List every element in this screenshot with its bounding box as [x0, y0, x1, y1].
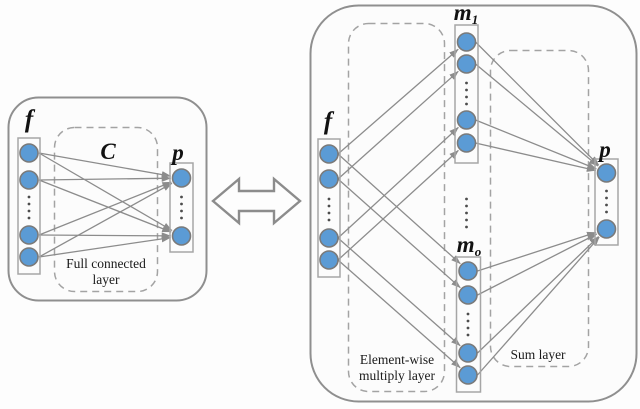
- sum-edges: [475, 41, 600, 376]
- output-column-p: [169, 162, 194, 253]
- neuron-node: [458, 285, 478, 305]
- left-output-label: p: [172, 140, 184, 165]
- neuron-node: [171, 168, 192, 188]
- edge: [475, 41, 600, 166]
- neuron-node: [456, 54, 477, 74]
- input-column-f: [17, 137, 41, 275]
- neuron-node: [171, 226, 192, 246]
- neuron-node: [319, 250, 339, 270]
- edge: [477, 231, 597, 272]
- neuron-node: [319, 169, 339, 189]
- edge: [337, 48, 459, 155]
- right-panel: [309, 4, 638, 403]
- edge: [38, 181, 172, 236]
- output-ellipsis: [605, 189, 608, 214]
- neuron-node: [19, 225, 39, 245]
- mask1-nodes: [456, 32, 477, 153]
- output-nodes: [171, 168, 192, 246]
- input-ellipsis: [27, 195, 31, 220]
- edge: [38, 235, 172, 258]
- edge: [337, 178, 461, 289]
- left-weight-label: C: [100, 139, 116, 164]
- edge: [38, 152, 173, 232]
- right-panel-border: [309, 4, 638, 403]
- neuron-node: [596, 163, 617, 183]
- edge: [38, 152, 172, 178]
- mask-bottom-base: m: [456, 232, 475, 257]
- elementwise-multiply-layer-box: [347, 22, 446, 393]
- edge: [38, 174, 172, 182]
- output-nodes: [596, 163, 617, 239]
- caption-line: Full connected: [66, 256, 146, 271]
- left-panel: [7, 96, 208, 302]
- between-masks-ellipsis: [465, 197, 468, 229]
- right-input-label: f: [323, 108, 333, 135]
- edge: [477, 236, 600, 354]
- input-column-f: [317, 138, 341, 278]
- edge: [475, 119, 597, 170]
- multiply-edges: [337, 48, 461, 369]
- full-connected-layer-box: [53, 126, 159, 293]
- neuron-node: [19, 143, 39, 163]
- edge: [337, 237, 461, 347]
- edge: [337, 153, 461, 265]
- edge: [337, 259, 461, 369]
- neuron-node: [458, 343, 478, 363]
- edge: [337, 126, 459, 239]
- edge: [337, 70, 459, 180]
- edge: [38, 182, 173, 258]
- maskO-nodes: [458, 261, 478, 385]
- maskO-ellipsis: [466, 312, 470, 337]
- edge: [477, 233, 598, 296]
- mask-bottom-sub: o: [474, 244, 482, 259]
- double-arrow-icon: [211, 176, 302, 226]
- input-nodes: [19, 143, 39, 267]
- fc-edges: [38, 152, 173, 258]
- neuron-node: [456, 110, 477, 130]
- output-column-p: [594, 158, 619, 246]
- mask-bottom-label: mo: [457, 233, 481, 258]
- caption-line: multiply layer: [358, 368, 436, 383]
- caption-line: Element-wise: [359, 352, 435, 367]
- neuron-node: [319, 228, 339, 248]
- edge: [477, 236, 600, 376]
- output-ellipsis: [180, 195, 183, 220]
- input-ellipsis: [327, 197, 331, 222]
- sum-layer-box: [489, 49, 590, 368]
- edge: [38, 179, 172, 233]
- sum-layer-caption: Sum layer: [510, 347, 566, 362]
- mask-top-base: m: [453, 0, 472, 25]
- right-output-label: p: [599, 137, 611, 162]
- edge: [475, 142, 597, 172]
- mask-top-sub: 1: [471, 12, 479, 27]
- mask-top-label: m1: [454, 1, 478, 26]
- caption-line: layer: [92, 272, 120, 287]
- edge: [337, 149, 459, 261]
- neuron-node: [456, 32, 477, 52]
- input-nodes: [319, 144, 339, 270]
- elementwise-multiply-caption: Element-wise multiply layer: [337, 352, 457, 384]
- full-connected-layer-caption: Full connected layer: [46, 256, 166, 288]
- neuron-node: [458, 365, 478, 385]
- edge: [38, 232, 172, 240]
- neuron-node: [458, 261, 478, 281]
- neuron-node: [19, 247, 39, 267]
- mask1-ellipsis: [465, 81, 468, 106]
- mask-column-mo: [455, 256, 482, 393]
- neuron-node: [19, 170, 39, 190]
- edge: [475, 63, 599, 167]
- neuron-node: [456, 133, 477, 153]
- neuron-node: [596, 219, 617, 239]
- mask-column-m1: [454, 24, 479, 164]
- left-input-label: f: [24, 106, 34, 133]
- neuron-node: [319, 144, 339, 164]
